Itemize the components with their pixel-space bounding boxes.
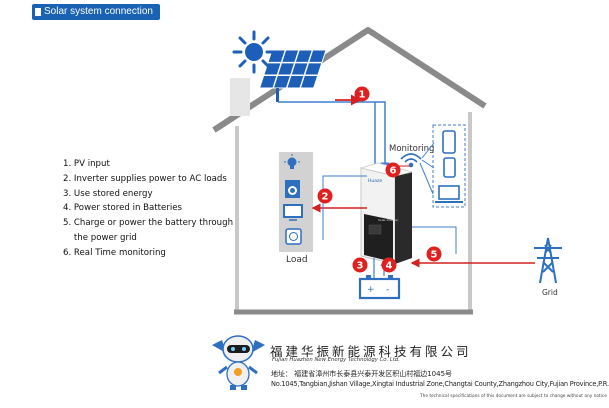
svg-text:2: 2 (322, 192, 329, 203)
step-item: 5. Charge or power the battery through (63, 218, 234, 229)
wifi-link-3 (419, 162, 434, 195)
robot-mascot-logo (212, 335, 265, 390)
company-name-cn: 福建华振新能源科技有限公司 (270, 344, 472, 359)
svg-text:1: 1 (359, 90, 366, 101)
svg-text:3: 3 (357, 261, 364, 272)
outlet-icon (285, 228, 302, 245)
svg-text:5: 5 (431, 250, 438, 261)
marker-4: 4 (381, 257, 397, 273)
wifi-link-2 (421, 159, 435, 169)
step-item: 4. Power stored in Batteries (63, 203, 183, 214)
load-label: Load (286, 255, 308, 265)
solar-panel-icon (258, 49, 327, 102)
pv-line (278, 101, 390, 172)
battery-minus: - (386, 285, 389, 295)
section-header: Solar system connection (32, 4, 160, 20)
marker-6: 6 (385, 162, 401, 178)
marker-1: 1 (354, 86, 370, 102)
section-title: Solar system connection (44, 6, 153, 17)
marker-5: 5 (426, 246, 442, 262)
bulb-icon (284, 154, 300, 169)
company-address-en: No.1045,Tangbian,Jishan Village,Xingtai … (271, 380, 609, 388)
inverter-panel-label: Solar Inverter (378, 218, 399, 222)
svg-text:6: 6 (390, 166, 397, 177)
company-name-en: Fujian Huazhen New Energy Technology Co.… (272, 357, 400, 363)
monitoring-label: Monitoring (389, 144, 434, 154)
transmission-tower-icon (534, 237, 562, 284)
washing-machine-icon (285, 180, 300, 198)
inverter-brand: Huaze (368, 178, 382, 184)
step-item: the power grid (63, 232, 137, 243)
disclaimer: The technical specifications of this doc… (420, 394, 607, 399)
monitoring-box (432, 124, 466, 208)
laptop-icon (435, 185, 463, 203)
house-outline (212, 27, 487, 315)
wifi-icon (400, 153, 422, 168)
chimney (230, 78, 250, 116)
phone-icon (443, 157, 456, 178)
header-square-icon (35, 8, 41, 16)
step-item: 3. Use stored energy (63, 188, 153, 199)
svg-text:4: 4 (386, 261, 393, 272)
marker-3: 3 (352, 257, 368, 273)
company-address-cn: 地址： 福建省漳州市长泰县兴泰开发区积山村福边1045号 (271, 370, 453, 378)
load-line (322, 175, 367, 240)
grid-label: Grid (542, 288, 558, 297)
tablet-icon (442, 130, 456, 154)
wifi-link-1 (421, 142, 435, 159)
step-item: 6. Real Time monitoring (63, 247, 166, 258)
steps-list: 1. PV input 2. Inverter supplies power t… (63, 157, 233, 261)
inverter: Huaze Solar Inverter (359, 162, 413, 265)
grid-line (412, 226, 457, 254)
load-panel (279, 152, 313, 252)
battery-plus: + (367, 285, 375, 295)
step-item: 1. PV input (63, 159, 110, 169)
battery-icon: + - (358, 275, 401, 300)
step-item: 2. Inverter supplies power to AC loads (63, 173, 227, 184)
sun-icon (232, 30, 276, 74)
tv-icon (283, 204, 303, 221)
marker-2: 2 (317, 188, 333, 204)
